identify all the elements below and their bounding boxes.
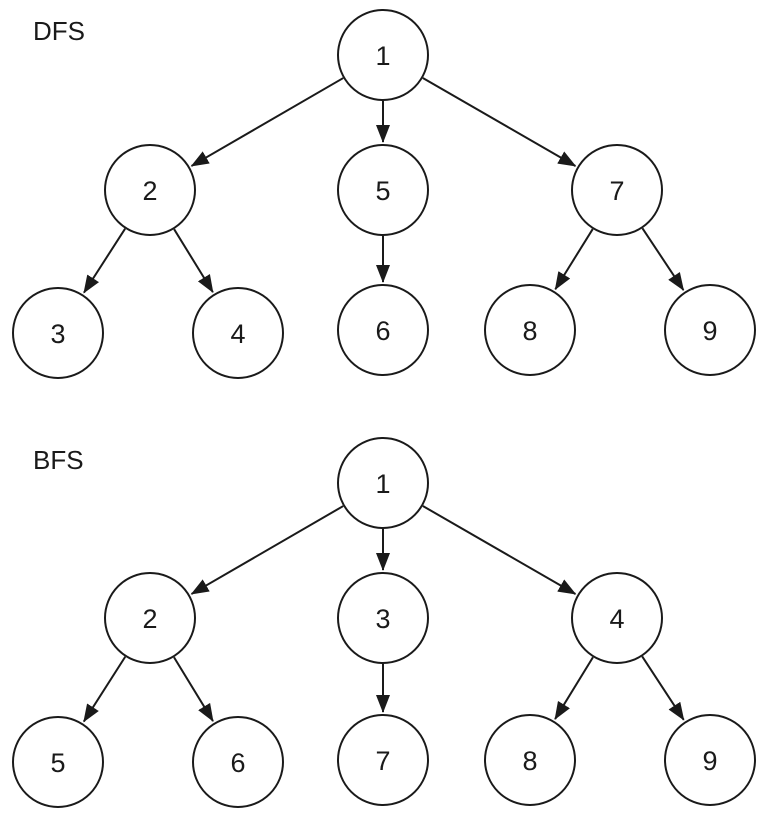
- node-label-bfs-1: 1: [375, 469, 390, 499]
- tree-node-dfs-3[interactable]: 3: [12, 287, 104, 379]
- node-circle-bfs-1: [337, 437, 429, 529]
- tree-edge-dfs-1-to-dfs-7: [422, 77, 577, 167]
- tree-node-bfs-5[interactable]: 5: [12, 716, 104, 808]
- node-circle-dfs-1: [337, 9, 429, 101]
- tree-node-dfs-9[interactable]: 9: [664, 284, 756, 376]
- node-circle-dfs-2: [104, 144, 196, 236]
- node-label-dfs-9: 9: [702, 316, 717, 346]
- tree-node-bfs-8[interactable]: 8: [484, 714, 576, 806]
- section-label-bfs: BFS: [33, 445, 84, 475]
- node-label-bfs-9: 9: [702, 746, 717, 776]
- node-circle-dfs-5: [337, 144, 429, 236]
- tree-edge-bfs-1-to-bfs-2: [190, 505, 344, 595]
- tree-edge-dfs-7-to-dfs-8: [554, 228, 594, 291]
- node-label-dfs-4: 4: [230, 319, 245, 349]
- tree-edge-bfs-2-to-bfs-5: [82, 656, 127, 723]
- node-circle-dfs-3: [12, 287, 104, 379]
- tree-edge-bfs-4-to-bfs-9: [641, 655, 685, 721]
- node-circle-bfs-2: [104, 572, 196, 664]
- node-label-bfs-7: 7: [375, 746, 390, 776]
- node-circle-dfs-6: [337, 284, 429, 376]
- node-circle-bfs-6: [192, 716, 284, 808]
- tree-edge-dfs-2-to-dfs-3: [83, 228, 126, 294]
- tree-node-bfs-9[interactable]: 9: [664, 714, 756, 806]
- edges-layer: [82, 77, 685, 723]
- node-label-dfs-7: 7: [609, 176, 624, 206]
- section-label-dfs: DFS: [33, 16, 85, 46]
- node-label-bfs-2: 2: [142, 604, 157, 634]
- node-circle-bfs-5: [12, 716, 104, 808]
- tree-node-bfs-4[interactable]: 4: [571, 572, 663, 664]
- node-label-bfs-3: 3: [375, 604, 390, 634]
- node-label-bfs-6: 6: [230, 748, 245, 778]
- tree-node-bfs-3[interactable]: 3: [337, 572, 429, 664]
- node-circle-bfs-4: [571, 572, 663, 664]
- node-label-dfs-8: 8: [522, 316, 537, 346]
- tree-node-dfs-1[interactable]: 1: [337, 9, 429, 101]
- tree-node-dfs-2[interactable]: 2: [104, 144, 196, 236]
- tree-edge-bfs-2-to-bfs-6: [173, 656, 214, 722]
- tree-node-dfs-5[interactable]: 5: [337, 144, 429, 236]
- node-circle-dfs-8: [484, 284, 576, 376]
- node-circle-dfs-4: [192, 287, 284, 379]
- node-label-dfs-6: 6: [375, 316, 390, 346]
- tree-edge-bfs-1-to-bfs-4: [422, 505, 577, 595]
- node-circle-bfs-7: [337, 714, 429, 806]
- node-label-bfs-5: 5: [50, 748, 65, 778]
- tree-node-bfs-7[interactable]: 7: [337, 714, 429, 806]
- node-circle-dfs-9: [664, 284, 756, 376]
- node-circle-dfs-7: [571, 144, 663, 236]
- tree-edge-bfs-4-to-bfs-8: [554, 656, 594, 720]
- labels-layer: DFS BFS: [33, 16, 85, 475]
- tree-node-dfs-6[interactable]: 6: [337, 284, 429, 376]
- node-circle-bfs-8: [484, 714, 576, 806]
- tree-node-bfs-2[interactable]: 2: [104, 572, 196, 664]
- node-circle-bfs-3: [337, 572, 429, 664]
- tree-node-dfs-4[interactable]: 4: [192, 287, 284, 379]
- node-label-dfs-2: 2: [142, 176, 157, 206]
- tree-edge-dfs-2-to-dfs-4: [173, 228, 214, 293]
- node-label-dfs-3: 3: [50, 319, 65, 349]
- tree-edge-dfs-1-to-dfs-2: [190, 77, 344, 167]
- node-label-bfs-8: 8: [522, 746, 537, 776]
- tree-node-bfs-6[interactable]: 6: [192, 716, 284, 808]
- node-circle-bfs-9: [664, 714, 756, 806]
- tree-node-dfs-7[interactable]: 7: [571, 144, 663, 236]
- nodes-layer: 1 2 5 7 3 4 6 8 9 1 2 3 4 5 6 7 8 9: [12, 9, 756, 808]
- tree-edge-dfs-7-to-dfs-9: [641, 227, 685, 291]
- tree-node-bfs-1[interactable]: 1: [337, 437, 429, 529]
- node-label-dfs-1: 1: [375, 41, 390, 71]
- tree-node-dfs-8[interactable]: 8: [484, 284, 576, 376]
- node-label-bfs-4: 4: [609, 604, 624, 634]
- node-label-dfs-5: 5: [375, 176, 390, 206]
